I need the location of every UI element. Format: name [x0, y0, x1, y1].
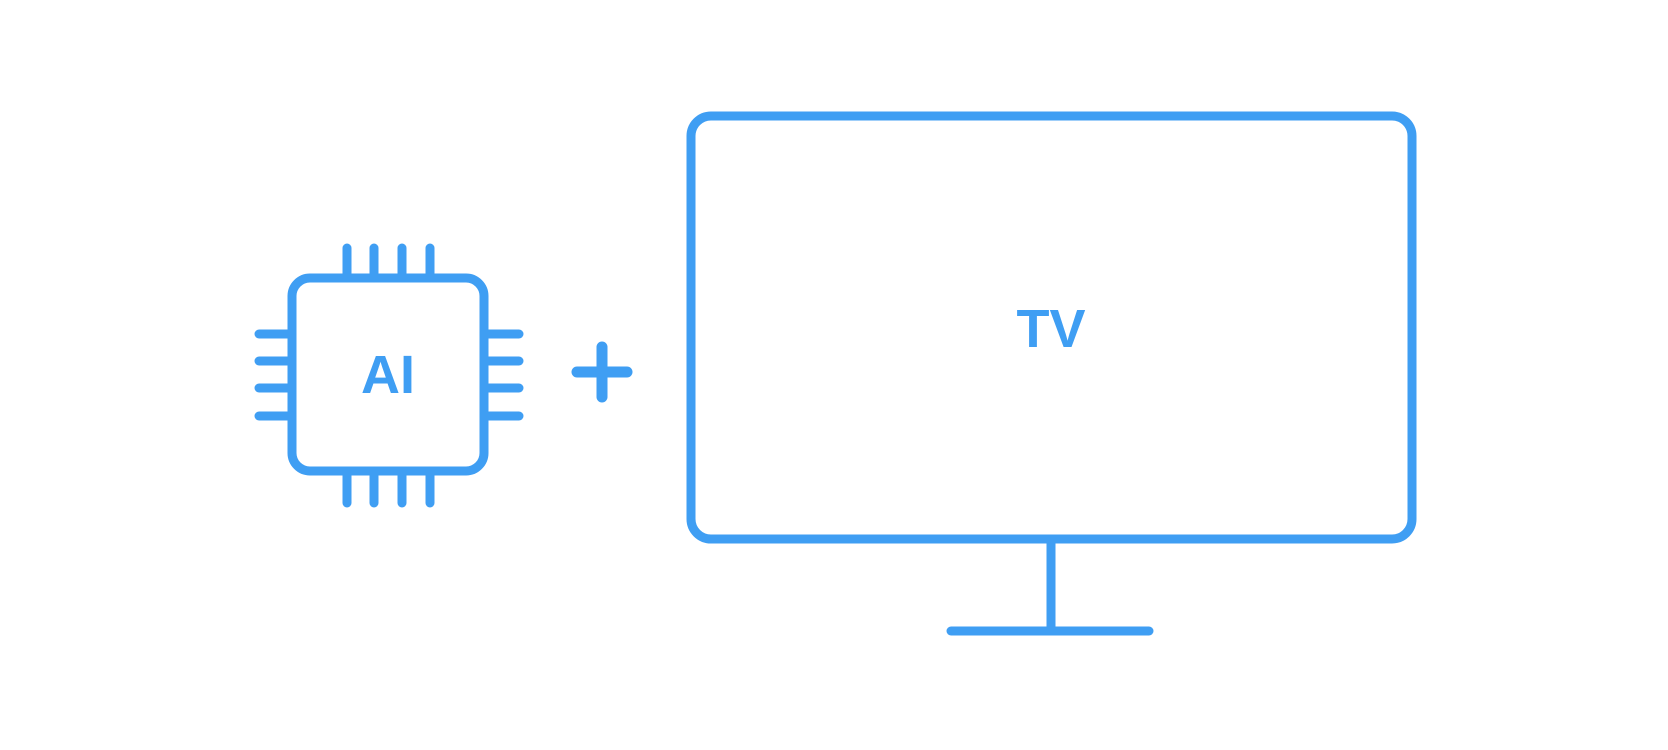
plus-icon — [571, 341, 633, 403]
tv-label: TV — [1016, 299, 1086, 359]
chip-pins-bottom — [342, 466, 435, 508]
ai-chip-icon — [254, 243, 524, 508]
chip-pins-right — [479, 329, 524, 421]
chip-label: AI — [361, 345, 415, 405]
chip-body — [287, 273, 489, 476]
chip-pins-top — [342, 243, 435, 283]
tv-monitor-icon — [686, 111, 1417, 636]
chip-pins-left — [254, 329, 297, 421]
